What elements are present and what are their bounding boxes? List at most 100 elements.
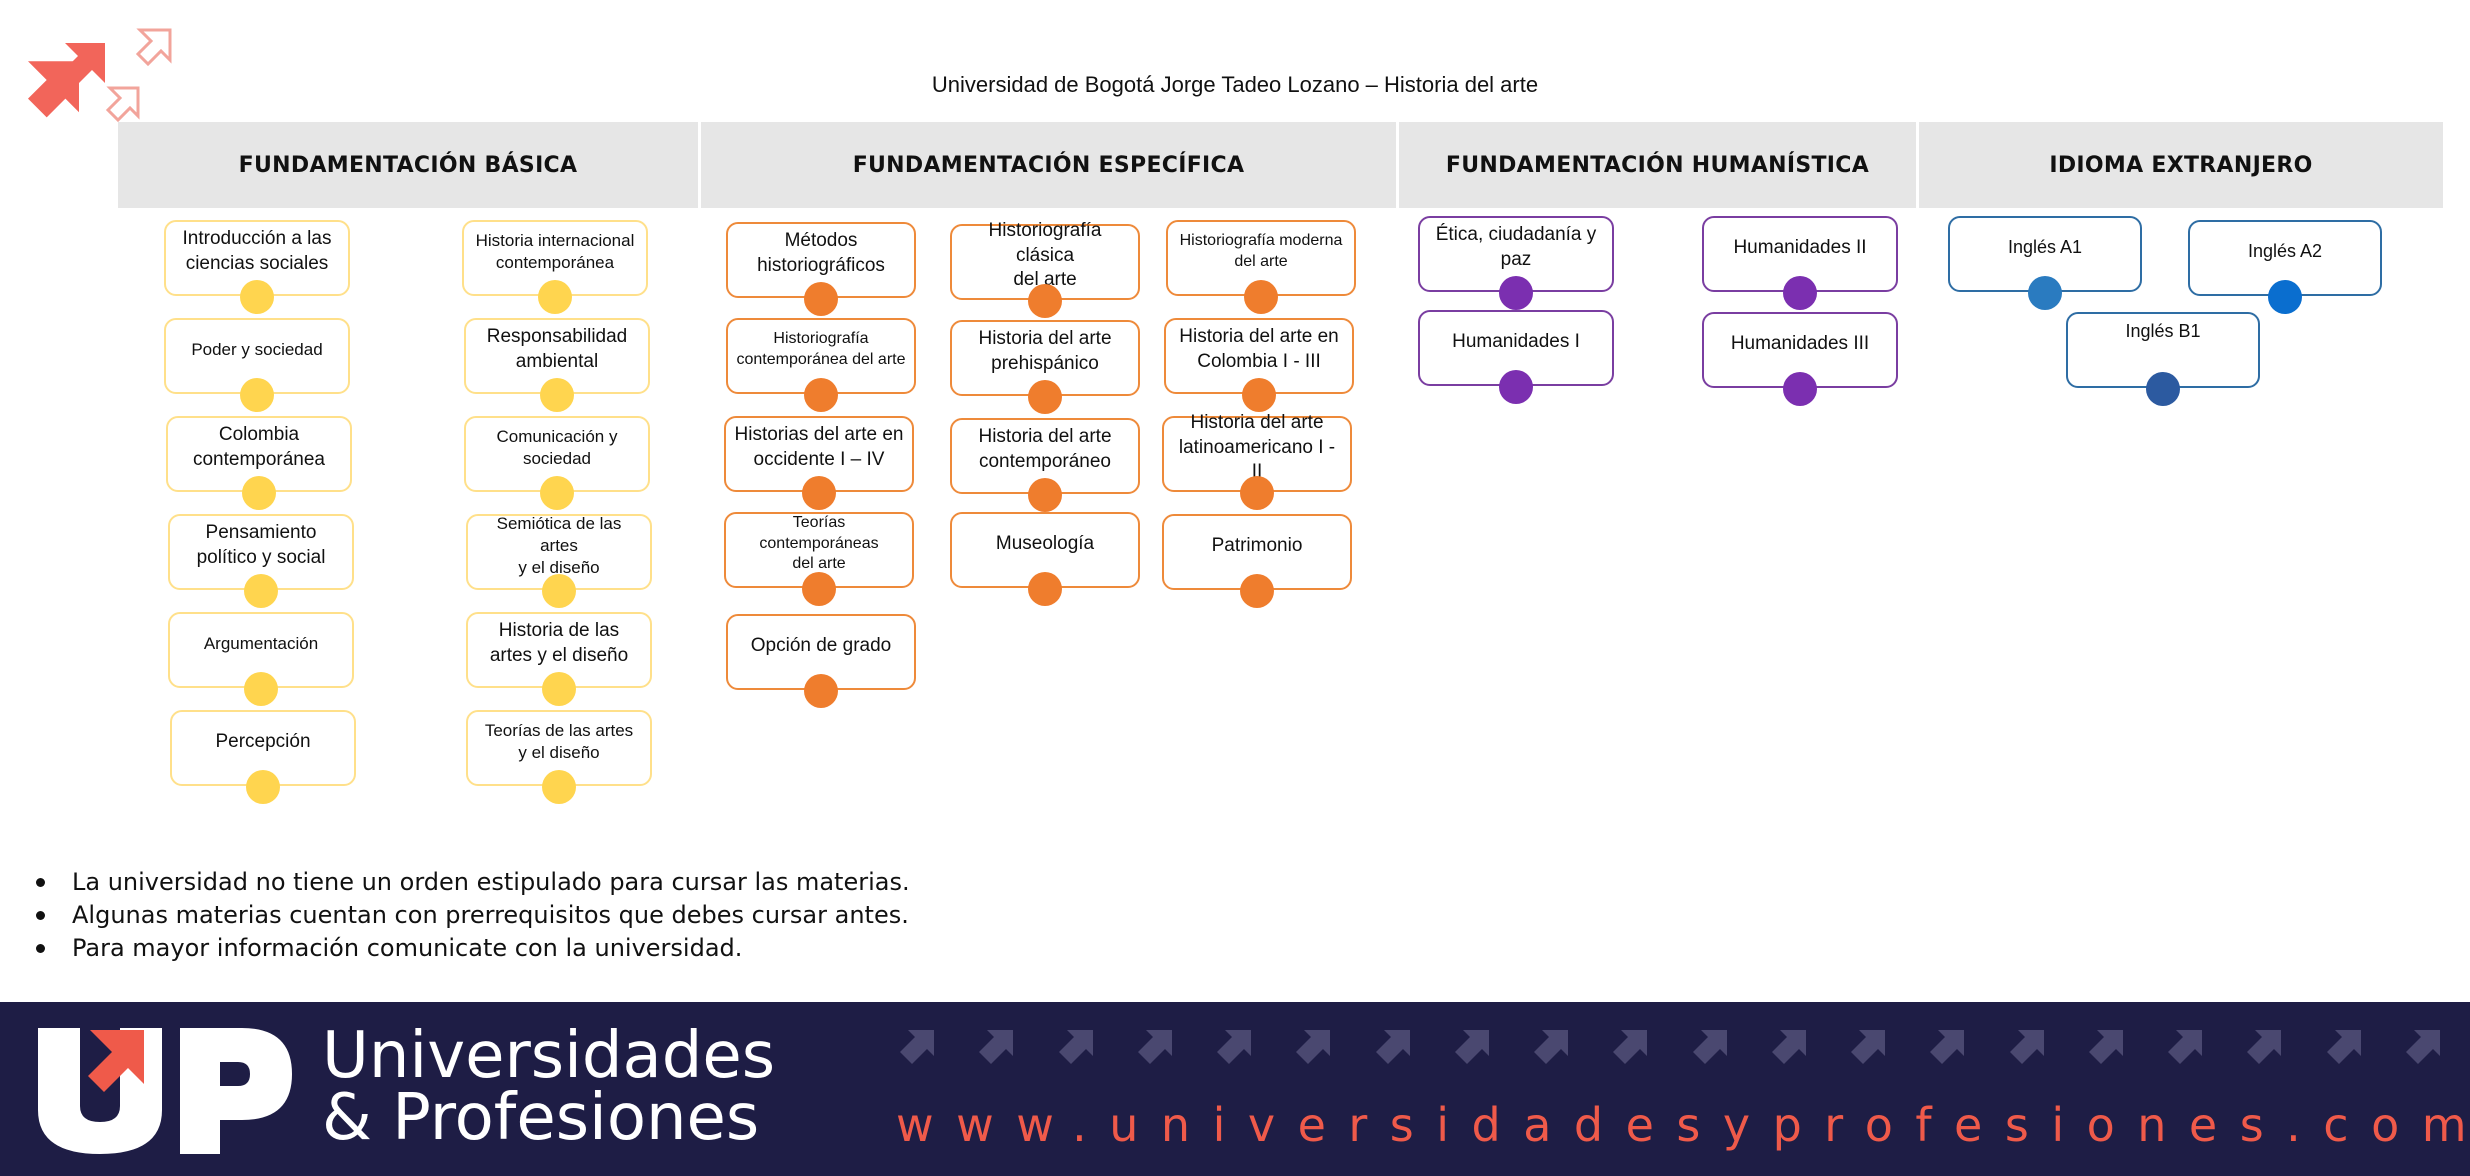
course-historiografia-clasica-arte[interactable]: Historiografía clásica del arte	[950, 220, 1140, 318]
course-label: Métodos historiográficos	[757, 230, 885, 276]
course-label: Historia de las artes y el diseño	[489, 620, 629, 666]
course-pensamiento-politico-y-social[interactable]: Pensamiento político y social	[168, 514, 354, 608]
course-label: Argumentación	[203, 633, 319, 653]
course-node-dot	[1028, 478, 1062, 512]
course-humanidades-iii[interactable]: Humanidades III	[1702, 312, 1898, 406]
course-label: Humanidades I	[1452, 330, 1580, 352]
course-teorias-contemporaneas-arte[interactable]: Teorías contemporáneas del arte	[724, 512, 914, 606]
course-poder-y-sociedad[interactable]: Poder y sociedad	[164, 318, 350, 412]
arrow-icon	[1613, 1030, 1648, 1064]
course-humanidades-ii[interactable]: Humanidades II	[1702, 216, 1898, 310]
arrow-icon	[2405, 1030, 2440, 1064]
course-node-dot	[540, 378, 574, 412]
arrow-icon	[1375, 1030, 1410, 1064]
course-opcion-de-grado[interactable]: Opción de grado	[726, 614, 916, 708]
course-node-dot	[1499, 370, 1533, 404]
arrow-icon	[2088, 1030, 2123, 1064]
course-historiografia-contemporanea-arte[interactable]: Historiografía contemporánea del arte	[726, 318, 916, 412]
arrow-icon	[1058, 1030, 1093, 1064]
decorative-arrow-row	[900, 1030, 2440, 1070]
arrow-icon	[1771, 1030, 1806, 1064]
course-ingles-b1[interactable]: Inglés B1	[2066, 312, 2260, 406]
course-historia-arte-colombia[interactable]: Historia del arte en Colombia I - III	[1164, 318, 1354, 412]
course-label: Ética, ciudadanía y paz	[1435, 224, 1597, 270]
course-node-dot	[246, 770, 280, 804]
course-historias-arte-occidente[interactable]: Historias del arte en occidente I – IV	[724, 416, 914, 510]
arrow-icon	[2168, 1030, 2202, 1064]
course-node-dot	[1028, 380, 1062, 414]
course-historiografia-moderna-arte[interactable]: Historiografía moderna del arte	[1166, 220, 1356, 314]
course-semiotica-artes-diseno[interactable]: Semiótica de las artes y el diseño	[466, 514, 652, 608]
course-historia-artes-diseno[interactable]: Historia de las artes y el diseño	[466, 612, 652, 706]
course-historia-arte-latinoamericano[interactable]: Historia del arte latinoamericano I - II	[1162, 412, 1352, 510]
course-label: Humanidades II	[1733, 236, 1867, 258]
course-label: Historia del arte contemporáneo	[978, 426, 1112, 472]
course-label: Pensamiento político y social	[196, 522, 326, 568]
notes-list: La universidad no tiene un orden estipul…	[28, 866, 910, 965]
course-historia-arte-contemporaneo[interactable]: Historia del arte contemporáneo	[950, 418, 1140, 512]
course-label: Historiografía moderna del arte	[1179, 232, 1343, 270]
arrow-icon	[2247, 1030, 2282, 1064]
note-text: Para mayor información comunicate con la…	[72, 934, 743, 962]
course-node-dot	[802, 572, 836, 606]
course-node-dot	[2268, 280, 2302, 314]
course-label: Historia del arte latinoamericano I - II	[1178, 411, 1336, 483]
brand-arrows-logo-icon	[28, 28, 172, 123]
course-argumentacion[interactable]: Argumentación	[168, 612, 354, 706]
course-humanidades-i[interactable]: Humanidades I	[1418, 310, 1614, 404]
course-node-dot	[542, 770, 576, 804]
course-node-dot	[1499, 276, 1533, 310]
course-node-dot	[542, 574, 576, 608]
course-museologia[interactable]: Museología	[950, 512, 1140, 606]
header-fundamentacion-humanistica: FUNDAMENTACIÓN HUMANÍSTICA	[1396, 122, 1916, 208]
course-node-dot	[542, 672, 576, 706]
course-historia-arte-prehispanico[interactable]: Historia del arte prehispánico	[950, 320, 1140, 414]
course-ingles-a1[interactable]: Inglés A1	[1948, 216, 2142, 310]
arrow-icon	[1534, 1030, 1568, 1064]
header-fundamentacion-basica: FUNDAMENTACIÓN BÁSICA	[238, 152, 578, 178]
course-label: Comunicación y sociedad	[496, 426, 618, 468]
course-node-dot	[240, 378, 274, 412]
course-node-dot	[2146, 372, 2180, 406]
note-item: Para mayor información comunicate con la…	[36, 932, 910, 965]
course-teorias-artes-diseno[interactable]: Teorías de las artes y el diseño	[466, 710, 652, 804]
course-node-dot	[804, 282, 838, 316]
note-item: Algunas materias cuentan con prerrequisi…	[36, 899, 910, 932]
course-node-dot	[2028, 276, 2062, 310]
bullet-icon	[36, 911, 45, 920]
bullet-icon	[36, 944, 45, 953]
course-etica-ciudadania-paz[interactable]: Ética, ciudadanía y paz	[1418, 216, 1614, 310]
arrow-icon	[979, 1030, 1014, 1064]
course-percepcion[interactable]: Percepción	[170, 710, 356, 804]
course-comunicacion-y-sociedad[interactable]: Comunicación y sociedad	[464, 416, 650, 510]
course-label: Historias del arte en occidente I – IV	[734, 424, 904, 470]
course-label: Historiografía contemporánea del arte	[736, 330, 906, 368]
course-node-dot	[1244, 280, 1278, 314]
course-introduccion-ciencias-sociales[interactable]: Introducción a las ciencias sociales	[164, 220, 350, 314]
course-label: Humanidades III	[1730, 332, 1870, 354]
course-node-dot	[240, 280, 274, 314]
course-historia-internacional-contemporanea[interactable]: Historia internacional contemporánea	[462, 220, 648, 314]
course-label: Museología	[995, 532, 1095, 554]
course-patrimonio[interactable]: Patrimonio	[1162, 514, 1352, 608]
course-label: Patrimonio	[1211, 534, 1303, 556]
arrow-icon	[1930, 1030, 1965, 1064]
website-link[interactable]: www.universidadesyprofesiones.com	[896, 1098, 2470, 1152]
arrow-icon	[1137, 1030, 1172, 1064]
course-colombia-contemporanea[interactable]: Colombia contemporánea	[166, 416, 352, 510]
course-node-dot	[538, 280, 572, 314]
course-responsabilidad-ambiental[interactable]: Responsabilidad ambiental	[464, 318, 650, 412]
course-node-dot	[244, 672, 278, 706]
course-label: Inglés B1	[2125, 321, 2201, 341]
course-label: Percepción	[215, 730, 311, 752]
course-node-dot	[1242, 378, 1276, 412]
arrow-icon	[1217, 1030, 1251, 1064]
course-node-dot	[804, 674, 838, 708]
course-metodos-historiograficos[interactable]: Métodos historiográficos	[726, 222, 916, 316]
header-fundamentacion-especifica: FUNDAMENTACIÓN ESPECÍFICA	[698, 122, 1396, 208]
course-ingles-a2[interactable]: Inglés A2	[2188, 220, 2382, 314]
note-text: Algunas materias cuentan con prerrequisi…	[72, 901, 909, 929]
arrow-icon	[900, 1030, 934, 1064]
brand-name-line2: & Profesiones	[322, 1081, 760, 1155]
arrow-icon	[1454, 1030, 1489, 1064]
